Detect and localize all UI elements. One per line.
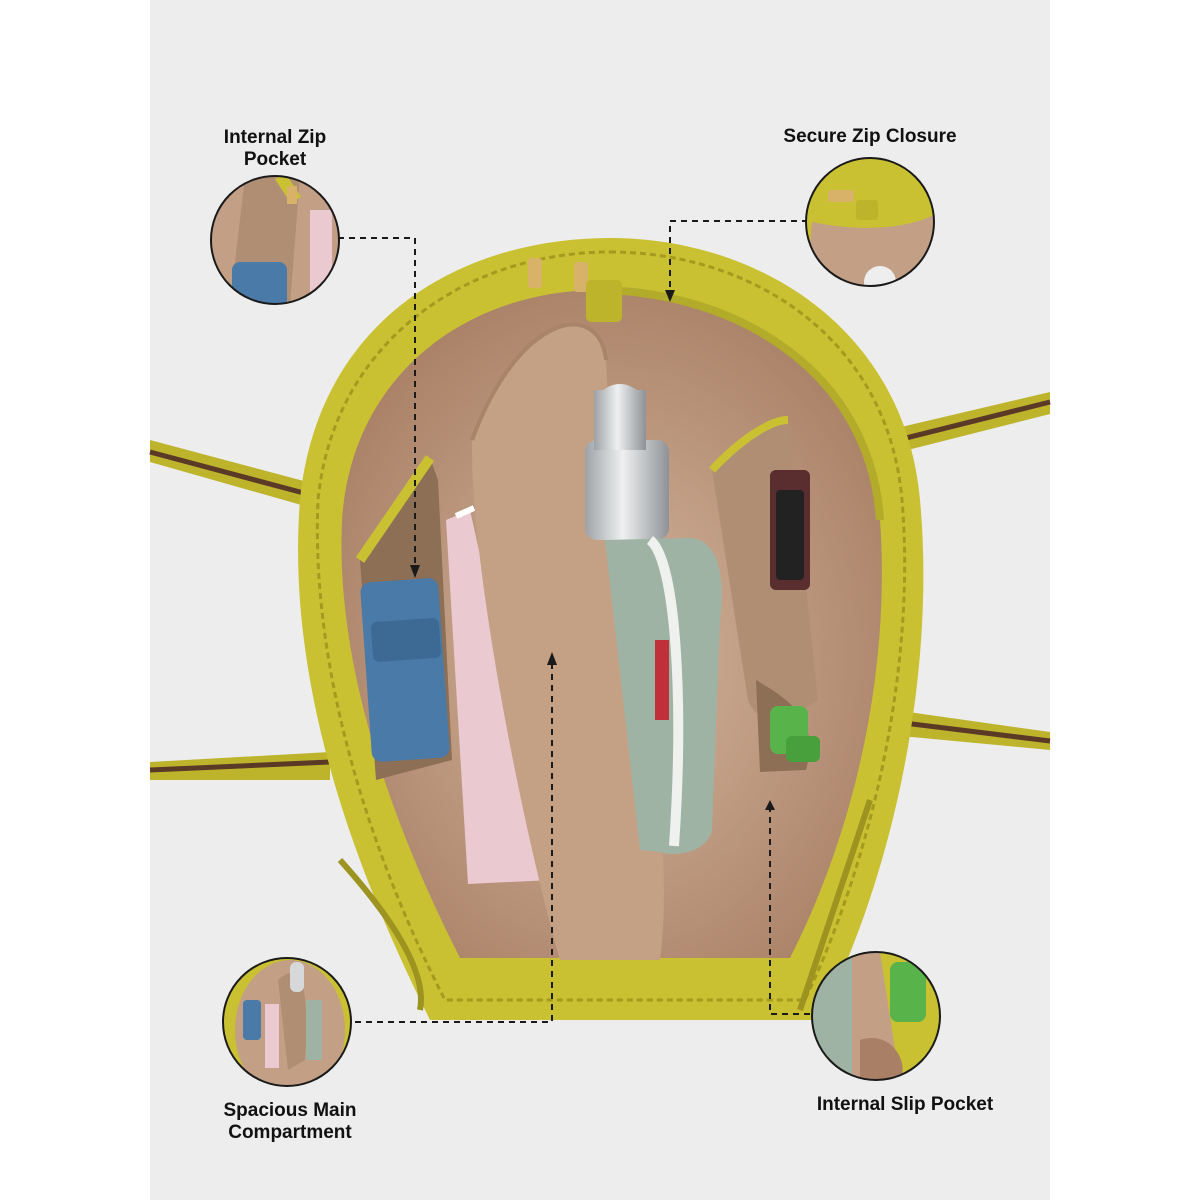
label-secure-zip-closure: Secure Zip Closure (783, 126, 957, 147)
inner-pouch (470, 322, 664, 960)
callout-arrowheads (410, 290, 775, 810)
label-internal-zip-pocket: Internal Zip Pocket (223, 127, 327, 170)
left-zip-pocket (355, 455, 452, 780)
callout-lines (338, 220, 810, 1023)
detail-circle-secure-zip-closure (805, 157, 935, 287)
label-spacious-main-compartment: Spacious Main Compartment (223, 1100, 357, 1143)
detail-circle-internal-slip-pocket (811, 951, 941, 1081)
zip-pullers (528, 258, 622, 322)
label-internal-slip-pocket: Internal Slip Pocket (816, 1094, 994, 1115)
water-bottle (585, 384, 669, 540)
detail-circle-internal-zip-pocket (210, 175, 340, 305)
right-slip-pocket (709, 416, 820, 772)
detail-circle-main-compartment (222, 957, 352, 1087)
pencil-case (605, 536, 722, 854)
